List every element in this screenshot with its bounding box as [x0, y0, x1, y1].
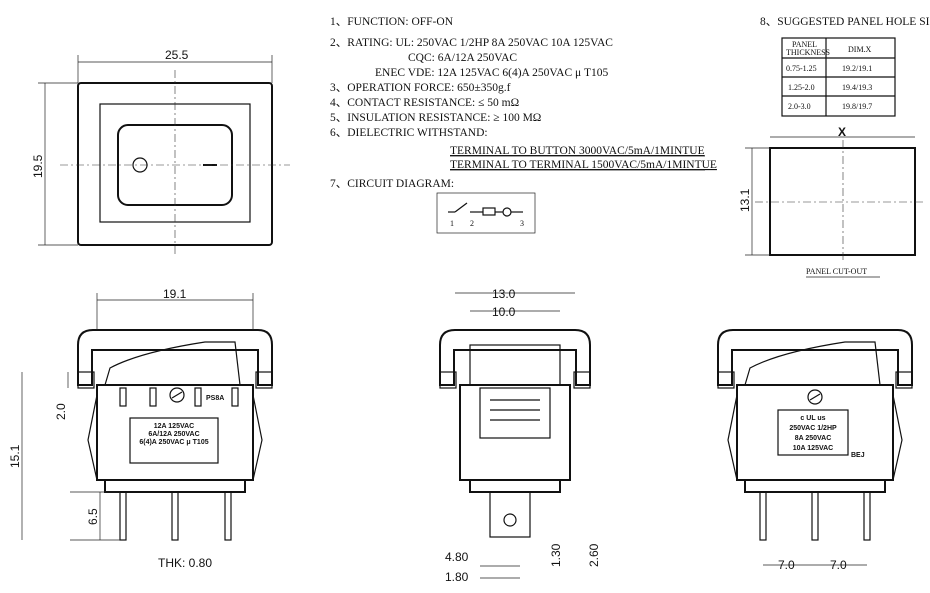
cutout-label: PANEL CUT-OUT: [806, 267, 867, 276]
table-header: THICKNESS: [786, 48, 830, 57]
terminal-pin: [759, 491, 767, 541]
terminal-pin: [119, 491, 127, 541]
cutout-height-dim: 13.1: [738, 188, 752, 212]
spec-dielectric-2: TERMINAL TO TERMINAL 1500VAC/5mA/1MINTUE: [450, 159, 717, 171]
ul-mark-icon: c UL us: [800, 415, 825, 422]
rating-label-line: 6(4)A 250VAC μ T105: [139, 439, 208, 446]
side-view-left: PS8A 12A 125VAC 6A/12A 250VAC 6(4)A 250V…: [8, 287, 273, 570]
side-height-dim: 15.1: [8, 444, 22, 468]
panel-title: 8、SUGGESTED PANEL HOLE SIZE:: [760, 16, 930, 28]
terminal-pin: [224, 491, 232, 541]
end-outer-dim: 13.0: [492, 287, 516, 301]
pitch-dim-1: 7.0: [778, 558, 795, 572]
table-cell: 19.8/19.7: [842, 102, 872, 111]
cutout-x-dim: X: [838, 125, 846, 139]
side-step-dim: 2.0: [54, 403, 68, 420]
panel-hole-table: 8、SUGGESTED PANEL HOLE SIZE: PANEL THICK…: [760, 16, 930, 117]
terminal-pin: [863, 491, 871, 541]
spec-rating-cqc: CQC: 6A/12A 250VAC: [408, 52, 517, 64]
pin-length-dim: 6.5: [86, 508, 100, 525]
spec-dielectric: 6、DIELECTRIC WITHSTAND:: [330, 127, 488, 139]
pin-label: 1: [450, 219, 454, 228]
spec-circuit: 7、CIRCUIT DIAGRAM:: [330, 178, 454, 190]
spec-rating-enec: ENEC VDE: 12A 125VAC 6(4)A 250VAC μ T105: [375, 67, 609, 79]
spec-rating-ul: 2、RATING: UL: 250VAC 1/2HP 8A 250VAC 10A…: [330, 37, 613, 49]
spec-force: 3、OPERATION FORCE: 650±350g.f: [330, 82, 511, 94]
rating-label-line: 12A 125VAC: [154, 423, 194, 430]
end-view: 13.0 10.0 4.80 1.80 1.30 2.60: [439, 287, 601, 584]
end-dim-4: 2.60: [587, 543, 601, 567]
end-inner-dim: 10.0: [492, 305, 516, 319]
table-header: DIM.X: [848, 45, 872, 54]
front-width-dim: 25.5: [165, 48, 189, 62]
table-cell: 19.4/19.3: [842, 83, 872, 92]
table-cell: 0.75-1.25: [786, 64, 817, 73]
pitch-dim-2: 7.0: [830, 558, 847, 572]
spec-function: 1、FUNCTION: OFF-ON: [330, 16, 454, 28]
end-dim-2: 1.80: [445, 570, 469, 584]
spec-insulation: 5、INSULATION RESISTANCE: ≥ 100 MΩ: [330, 112, 541, 124]
circuit-diagram: 1 2 3: [436, 192, 536, 234]
model-label: PS8A: [206, 395, 224, 402]
pin-label: 3: [520, 219, 524, 228]
front-view: 25.5 19.5: [31, 48, 290, 255]
date-code: BEJ: [851, 452, 865, 459]
side-view-right: c UL us 250VAC 1/2HP 8A 250VAC 10A 125VA…: [717, 329, 913, 572]
end-dim-1: 4.80: [445, 550, 469, 564]
rating-label-line: 250VAC 1/2HP: [789, 425, 837, 432]
rating-label-line: 8A 250VAC: [795, 435, 832, 442]
pin-label: 2: [470, 219, 474, 228]
front-height-dim: 19.5: [31, 154, 45, 178]
panel-cutout: X 13.1 PANEL CUT-OUT: [738, 125, 925, 278]
table-header: PANEL: [792, 40, 817, 49]
terminal-pin: [811, 491, 819, 541]
thickness-dim: THK: 0.80: [158, 556, 212, 570]
table-cell: 19.2/19.1: [842, 64, 872, 73]
terminal-hole-icon: [503, 513, 517, 527]
side-width-dim: 19.1: [163, 287, 187, 301]
spec-dielectric-1: TERMINAL TO BUTTON 3000VAC/5mA/1MINTUE: [450, 145, 705, 157]
spec-contact: 4、CONTACT RESISTANCE: ≤ 50 mΩ: [330, 97, 519, 109]
terminal-pin: [171, 491, 179, 541]
end-dim-3: 1.30: [549, 543, 563, 567]
rating-label-line: 6A/12A 250VAC: [148, 431, 199, 438]
table-cell: 1.25-2.0: [788, 83, 815, 92]
specifications: 1、FUNCTION: OFF-ON 2、RATING: UL: 250VAC …: [330, 16, 717, 234]
rating-label-line: 10A 125VAC: [793, 445, 833, 452]
table-cell: 2.0-3.0: [788, 102, 811, 111]
